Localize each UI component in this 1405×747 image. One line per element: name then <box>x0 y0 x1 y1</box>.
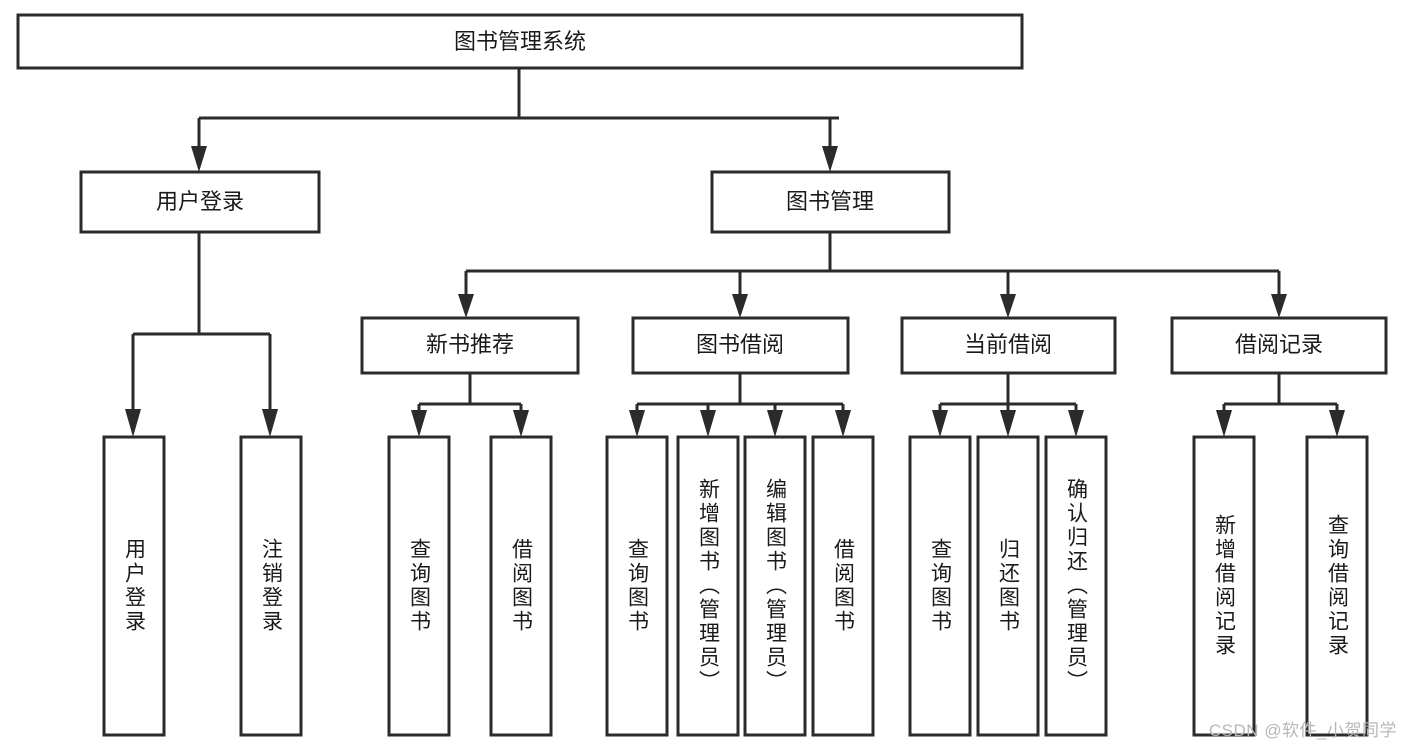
node-root-system-label: 图书管理系统 <box>454 29 586 54</box>
leaf-confirm-return-admin-label: 确认归还（管理员） <box>1065 478 1089 694</box>
leaf-confirm-return-admin[interactable]: 确认归还（管理员） <box>1044 435 1108 737</box>
node-user-login-label: 用户登录 <box>156 189 244 214</box>
leaf-newbook-query-book[interactable]: 查询图书 <box>387 435 451 737</box>
connector-root-to-level2 <box>191 68 839 172</box>
leaf-edit-book-admin[interactable]: 编辑图书（管理员） <box>743 435 807 737</box>
connector-borrow-to-leaves <box>629 373 851 437</box>
node-borrow-record-label: 借阅记录 <box>1235 332 1323 357</box>
node-book-management[interactable]: 图书管理 <box>710 170 951 234</box>
leaf-user-login-label: 用户登录 <box>123 538 147 634</box>
leaf-current-query-book-label: 查询图书 <box>929 538 953 634</box>
leaf-newbook-borrow-book[interactable]: 借阅图书 <box>489 435 553 737</box>
node-borrow-record[interactable]: 借阅记录 <box>1170 316 1388 375</box>
node-book-borrow[interactable]: 图书借阅 <box>631 316 850 375</box>
connector-userlogin-to-leaves <box>125 232 278 437</box>
leaf-query-borrow-record[interactable]: 查询借阅记录 <box>1305 435 1369 737</box>
leaf-add-book-admin-label: 新增图书（管理员） <box>697 478 721 694</box>
leaf-borrow-query-book[interactable]: 查询图书 <box>605 435 669 737</box>
leaf-borrow-borrow-book[interactable]: 借阅图书 <box>811 435 875 737</box>
connector-newbook-to-leaves <box>411 373 529 437</box>
leaf-add-book-admin[interactable]: 新增图书（管理员） <box>676 435 740 737</box>
leaf-query-borrow-record-label: 查询借阅记录 <box>1326 514 1350 658</box>
node-book-borrow-label: 图书借阅 <box>696 332 784 357</box>
leaf-return-book-label: 归还图书 <box>997 538 1021 634</box>
node-new-book-recommend-label: 新书推荐 <box>426 332 514 357</box>
connector-bookmgmt-to-level3 <box>458 232 1287 318</box>
leaf-newbook-borrow-book-label: 借阅图书 <box>510 538 534 634</box>
leaf-borrow-query-book-label: 查询图书 <box>626 538 650 634</box>
node-book-management-label: 图书管理 <box>786 189 874 214</box>
leaf-user-login[interactable]: 用户登录 <box>102 435 166 737</box>
leaf-add-borrow-record-label: 新增借阅记录 <box>1213 514 1237 658</box>
leaf-current-query-book[interactable]: 查询图书 <box>908 435 972 737</box>
node-new-book-recommend[interactable]: 新书推荐 <box>360 316 580 375</box>
node-current-borrow-label: 当前借阅 <box>964 332 1052 357</box>
leaf-logout-label: 注销登录 <box>260 538 284 634</box>
leaf-borrow-borrow-book-label: 借阅图书 <box>832 538 856 634</box>
connector-current-to-leaves <box>932 373 1084 437</box>
node-root-system[interactable]: 图书管理系统 <box>16 13 1024 70</box>
leaf-return-book[interactable]: 归还图书 <box>976 435 1040 737</box>
leaf-newbook-query-book-label: 查询图书 <box>408 538 432 634</box>
leaf-add-borrow-record[interactable]: 新增借阅记录 <box>1192 435 1256 737</box>
leaf-edit-book-admin-label: 编辑图书（管理员） <box>764 478 788 694</box>
connector-record-to-leaves <box>1216 373 1345 437</box>
leaf-logout[interactable]: 注销登录 <box>239 435 303 737</box>
node-current-borrow[interactable]: 当前借阅 <box>900 316 1117 375</box>
node-user-login[interactable]: 用户登录 <box>79 170 321 234</box>
